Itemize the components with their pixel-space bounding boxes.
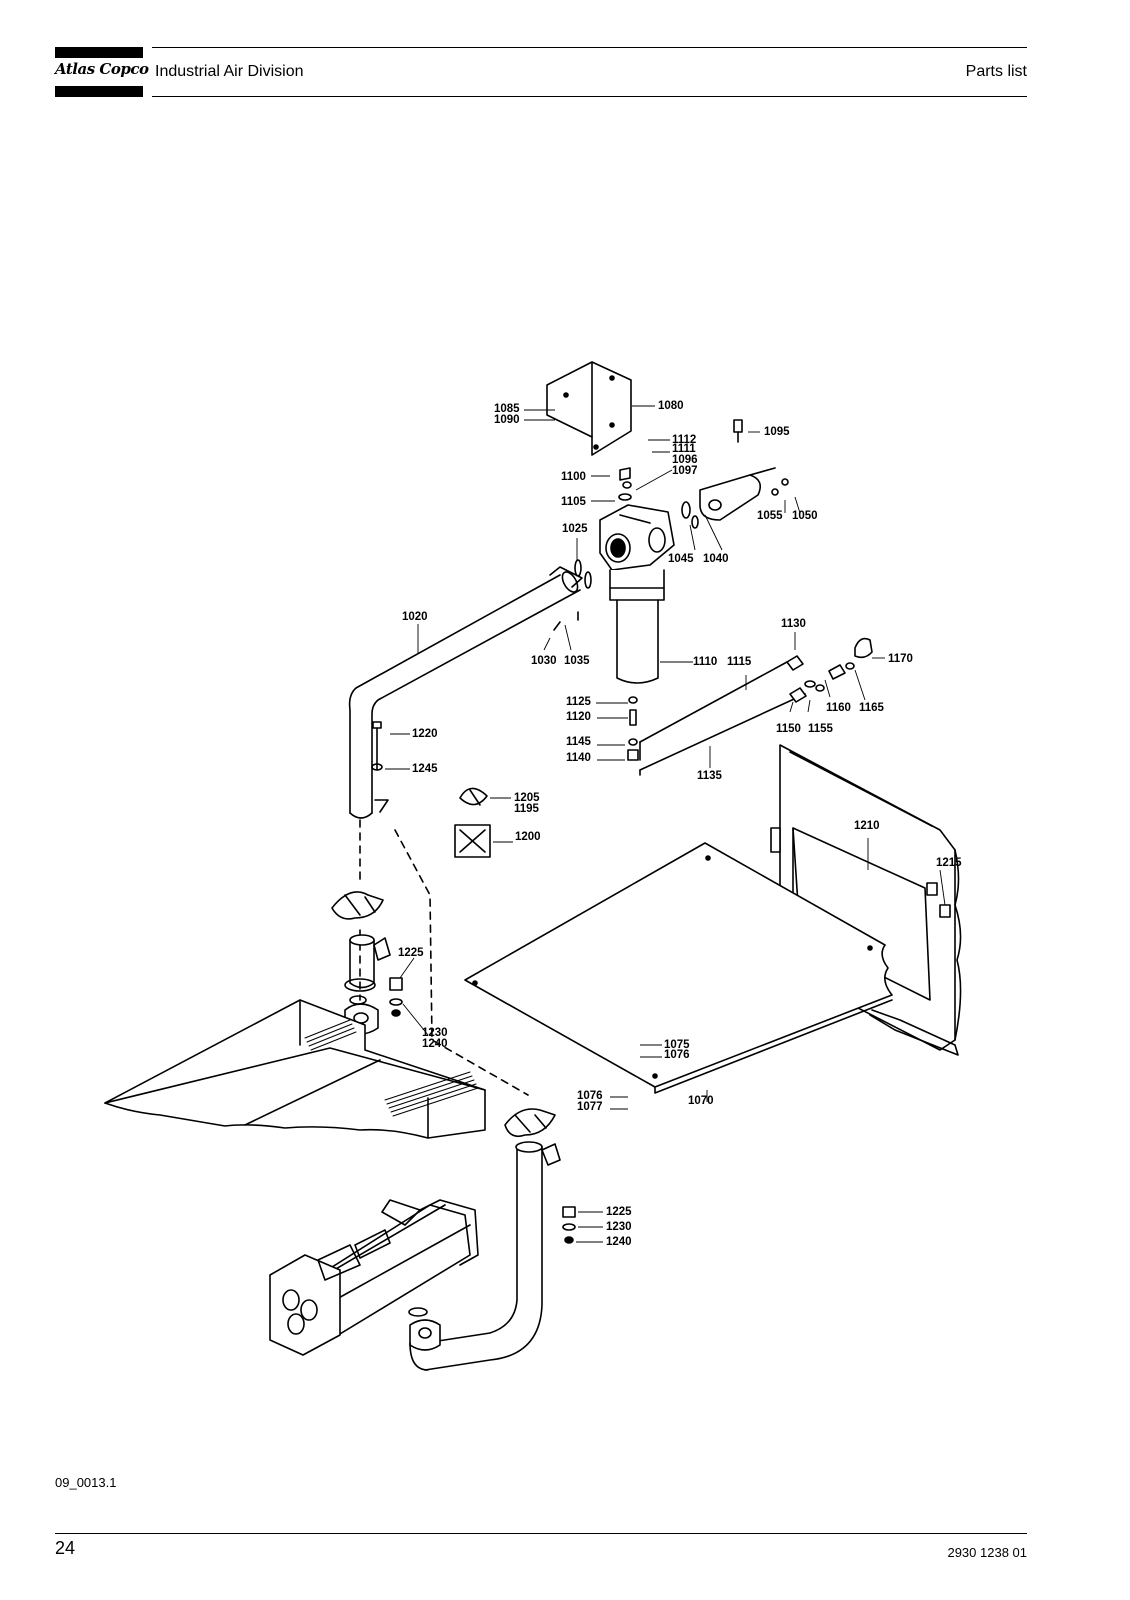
part-callout-1160: 1160	[826, 702, 851, 714]
part-callout-1020: 1020	[402, 611, 428, 623]
part-callout-1145: 1145	[566, 736, 592, 748]
part-callout-1097: 1097	[672, 465, 698, 477]
part-callout-1111: 1111	[672, 443, 696, 455]
part-callout-1240: 1240	[606, 1236, 632, 1248]
part-callout-1055: 1055	[757, 510, 783, 522]
part-callout-1240: 1240	[422, 1038, 448, 1050]
part-callout-1030: 1030	[531, 655, 557, 667]
page-number: 24	[55, 1538, 76, 1558]
base-plate-1070	[464, 842, 893, 1094]
part-callout-1040: 1040	[703, 553, 729, 565]
part-callout-1090: 1090	[494, 414, 520, 426]
part-callout-1075: 1075	[664, 1039, 690, 1051]
part-callout-1080: 1080	[658, 400, 684, 412]
part-callout-1077: 1077	[577, 1101, 603, 1113]
bracket-1080	[546, 361, 632, 456]
part-callout-1210: 1210	[854, 820, 880, 832]
part-callout-1050: 1050	[792, 510, 818, 522]
part-callout-1135: 1135	[697, 770, 723, 782]
part-callout-1140: 1140	[566, 752, 591, 764]
document-number: 2930 1238 01	[947, 1545, 1027, 1560]
logo-bar-bottom	[55, 86, 143, 97]
cooler-housing	[104, 999, 486, 1139]
part-callout-1205: 1205	[514, 792, 540, 804]
pipe-1020	[348, 566, 583, 819]
part-callout-1125: 1125	[566, 696, 592, 708]
part-callout-1200: 1200	[515, 831, 541, 843]
part-callout-1165: 1165	[859, 702, 885, 714]
part-callout-1100: 1100	[561, 471, 586, 483]
company-logo: Atlas Copco	[55, 60, 149, 78]
footer-rule	[55, 1533, 1027, 1534]
part-callout-1035: 1035	[564, 655, 590, 667]
part-callout-1225: 1225	[606, 1206, 632, 1218]
part-callout-1085: 1085	[494, 403, 520, 415]
part-callout-1076: 1076	[664, 1049, 690, 1061]
part-callout-1025: 1025	[562, 523, 588, 535]
part-callout-1095: 1095	[764, 426, 790, 438]
part-callout-1230: 1230	[606, 1221, 632, 1233]
header-rule-bottom	[152, 96, 1027, 97]
part-callout-1110: 1110	[693, 656, 717, 668]
part-callout-1155: 1155	[808, 723, 834, 735]
part-callout-1076: 1076	[577, 1090, 603, 1102]
part-callout-1245: 1245	[412, 763, 438, 775]
part-callout-1150: 1150	[776, 723, 801, 735]
part-callout-1096: 1096	[672, 454, 698, 466]
part-callout-1230: 1230	[422, 1027, 448, 1039]
part-callout-1215: 1215	[936, 857, 962, 869]
part-callout-1112: 1112	[672, 434, 696, 446]
header-rule-top	[152, 47, 1027, 48]
part-callout-1225: 1225	[398, 947, 424, 959]
part-callout-1130: 1130	[781, 618, 806, 630]
part-callout-1195: 1195	[514, 803, 540, 815]
division-title: Industrial Air Division	[155, 63, 304, 80]
filter-bowl	[609, 569, 665, 684]
part-callout-1115: 1115	[727, 656, 752, 668]
part-callout-1170: 1170	[888, 653, 913, 665]
aftercooler	[269, 1199, 479, 1356]
part-callout-1105: 1105	[561, 496, 587, 508]
part-callout-1220: 1220	[412, 728, 438, 740]
logo-bar-top	[55, 47, 143, 58]
section-title: Parts list	[965, 63, 1027, 80]
figure-reference: 09_0013.1	[55, 1475, 117, 1490]
part-callout-1045: 1045	[668, 553, 694, 565]
filter-head	[599, 504, 675, 571]
part-callout-1120: 1120	[566, 711, 591, 723]
part-callout-1070: 1070	[688, 1095, 714, 1107]
